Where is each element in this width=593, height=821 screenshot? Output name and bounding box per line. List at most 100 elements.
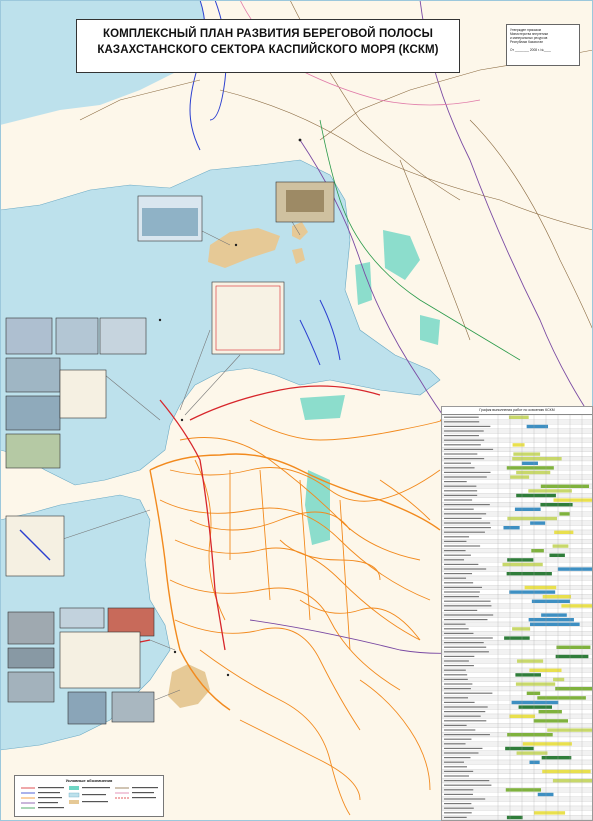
schedule-row-text (444, 439, 485, 441)
schedule-bar (531, 549, 544, 553)
schedule-row-text (444, 609, 478, 611)
approval-line: и минеральных ресурсов (510, 36, 548, 40)
schedule-row-text (444, 586, 483, 588)
schedule-row-text (444, 642, 484, 644)
schedule-row-text (444, 490, 478, 492)
schedule-row-text (444, 467, 475, 469)
site-thumb (5, 515, 65, 577)
schedule-row-text (444, 596, 479, 598)
schedule-row-text (444, 711, 486, 713)
schedule-bar (507, 733, 553, 737)
shallow-zone (355, 262, 372, 305)
legend-title: Условные обозначения (65, 778, 113, 783)
schedule-bar (504, 636, 530, 640)
schedule-row-text (444, 715, 481, 717)
schedule-bar (537, 792, 554, 797)
schedule-bar (540, 484, 590, 488)
schedule-bar (538, 710, 562, 714)
map-title-line2: КАЗАХСТАНСКОГО СЕКТОРА КАСПИЙСКОГО МОРЯ … (97, 44, 439, 56)
schedule-bar (502, 562, 543, 567)
schedule-row-text (444, 435, 479, 437)
schedule-bar (515, 682, 556, 686)
schedule-bar (556, 645, 591, 649)
schedule-bar (530, 521, 546, 525)
island (208, 228, 280, 268)
schedule-row-text (444, 536, 470, 538)
schedule-row-text (444, 743, 466, 745)
site-thumb (211, 281, 285, 355)
schedule-bar (542, 769, 591, 774)
schedule-bar (554, 530, 574, 534)
terrain-lines (159, 419, 443, 816)
schedule-row-text (444, 476, 487, 478)
schedule-row-text (444, 632, 474, 634)
schedule-row-text (444, 517, 482, 519)
schedule-grid (442, 414, 592, 820)
schedule-bar (516, 493, 556, 498)
schedule-bar (514, 507, 541, 511)
schedule-bar (506, 815, 523, 820)
schedule-row-text (444, 803, 472, 805)
schedule-row-text (444, 563, 479, 565)
schedule-row-text (444, 513, 487, 515)
site-thumb (59, 631, 141, 689)
schedule-row-text (444, 720, 487, 722)
schedule-bar (507, 516, 557, 521)
schedule-row-text (444, 688, 471, 690)
schedule-row-text (444, 444, 481, 446)
schedule-row-text (444, 734, 490, 736)
approval-line: Утвержден приказом (510, 28, 541, 32)
schedule-row-text (444, 623, 466, 625)
schedule-row-text (444, 485, 477, 487)
approval-line: Министерства энергетики (510, 32, 549, 36)
schedule-row-text (444, 550, 466, 552)
site-thumb (5, 357, 61, 393)
schedule-row-text (444, 812, 472, 814)
schedule-bar (522, 742, 572, 746)
map-title-box: КОМПЛЕКСНЫЙ ПЛАН РАЗВИТИЯ БЕРЕГОВОЙ ПОЛО… (76, 19, 460, 73)
site-thumb (59, 607, 105, 629)
schedule-row-text (444, 692, 493, 694)
schedule-bar (559, 512, 570, 516)
schedule-row-text (444, 554, 471, 556)
site-thumb (5, 395, 61, 431)
boundary-line (319, 119, 521, 361)
schedule-bar (510, 475, 530, 479)
schedule-row-text (444, 775, 470, 777)
schedule-bar (553, 677, 565, 682)
schedule-bar (529, 668, 562, 672)
shallow-zone (420, 315, 440, 345)
schedule-row-text (444, 780, 490, 782)
schedule-bar (541, 613, 567, 617)
schedule-bar (508, 415, 529, 419)
schedule-row-text (444, 701, 475, 703)
schedule-bar (509, 714, 536, 718)
map-legend: Условные обозначения (14, 775, 164, 817)
schedule-row-text (444, 738, 472, 740)
approval-line: Республики Казахстан (510, 40, 544, 44)
schedule-bar (549, 553, 565, 557)
schedule-bar (516, 751, 548, 755)
schedule-row-text (444, 669, 466, 671)
schedule-bar (521, 461, 538, 465)
caspian-sea (0, 159, 441, 751)
schedule-row-text (444, 504, 490, 506)
schedule-row-text (444, 481, 467, 483)
schedule-bar (555, 654, 589, 659)
schedule-row-text (444, 462, 471, 464)
schedule-bar (537, 696, 586, 700)
schedule-bar (505, 746, 534, 751)
island (292, 222, 308, 240)
schedule-row-text (444, 665, 474, 667)
schedule-row-text (444, 798, 486, 800)
schedule-bar (512, 627, 531, 631)
schedule-row-text (444, 706, 488, 708)
site-thumb (5, 317, 53, 355)
schedule-row-text (444, 683, 473, 685)
schedule-bar (540, 503, 573, 507)
schedule-row-text (444, 816, 467, 818)
site-thumb (55, 317, 99, 355)
island (292, 248, 305, 264)
shallow-zone (383, 230, 420, 280)
